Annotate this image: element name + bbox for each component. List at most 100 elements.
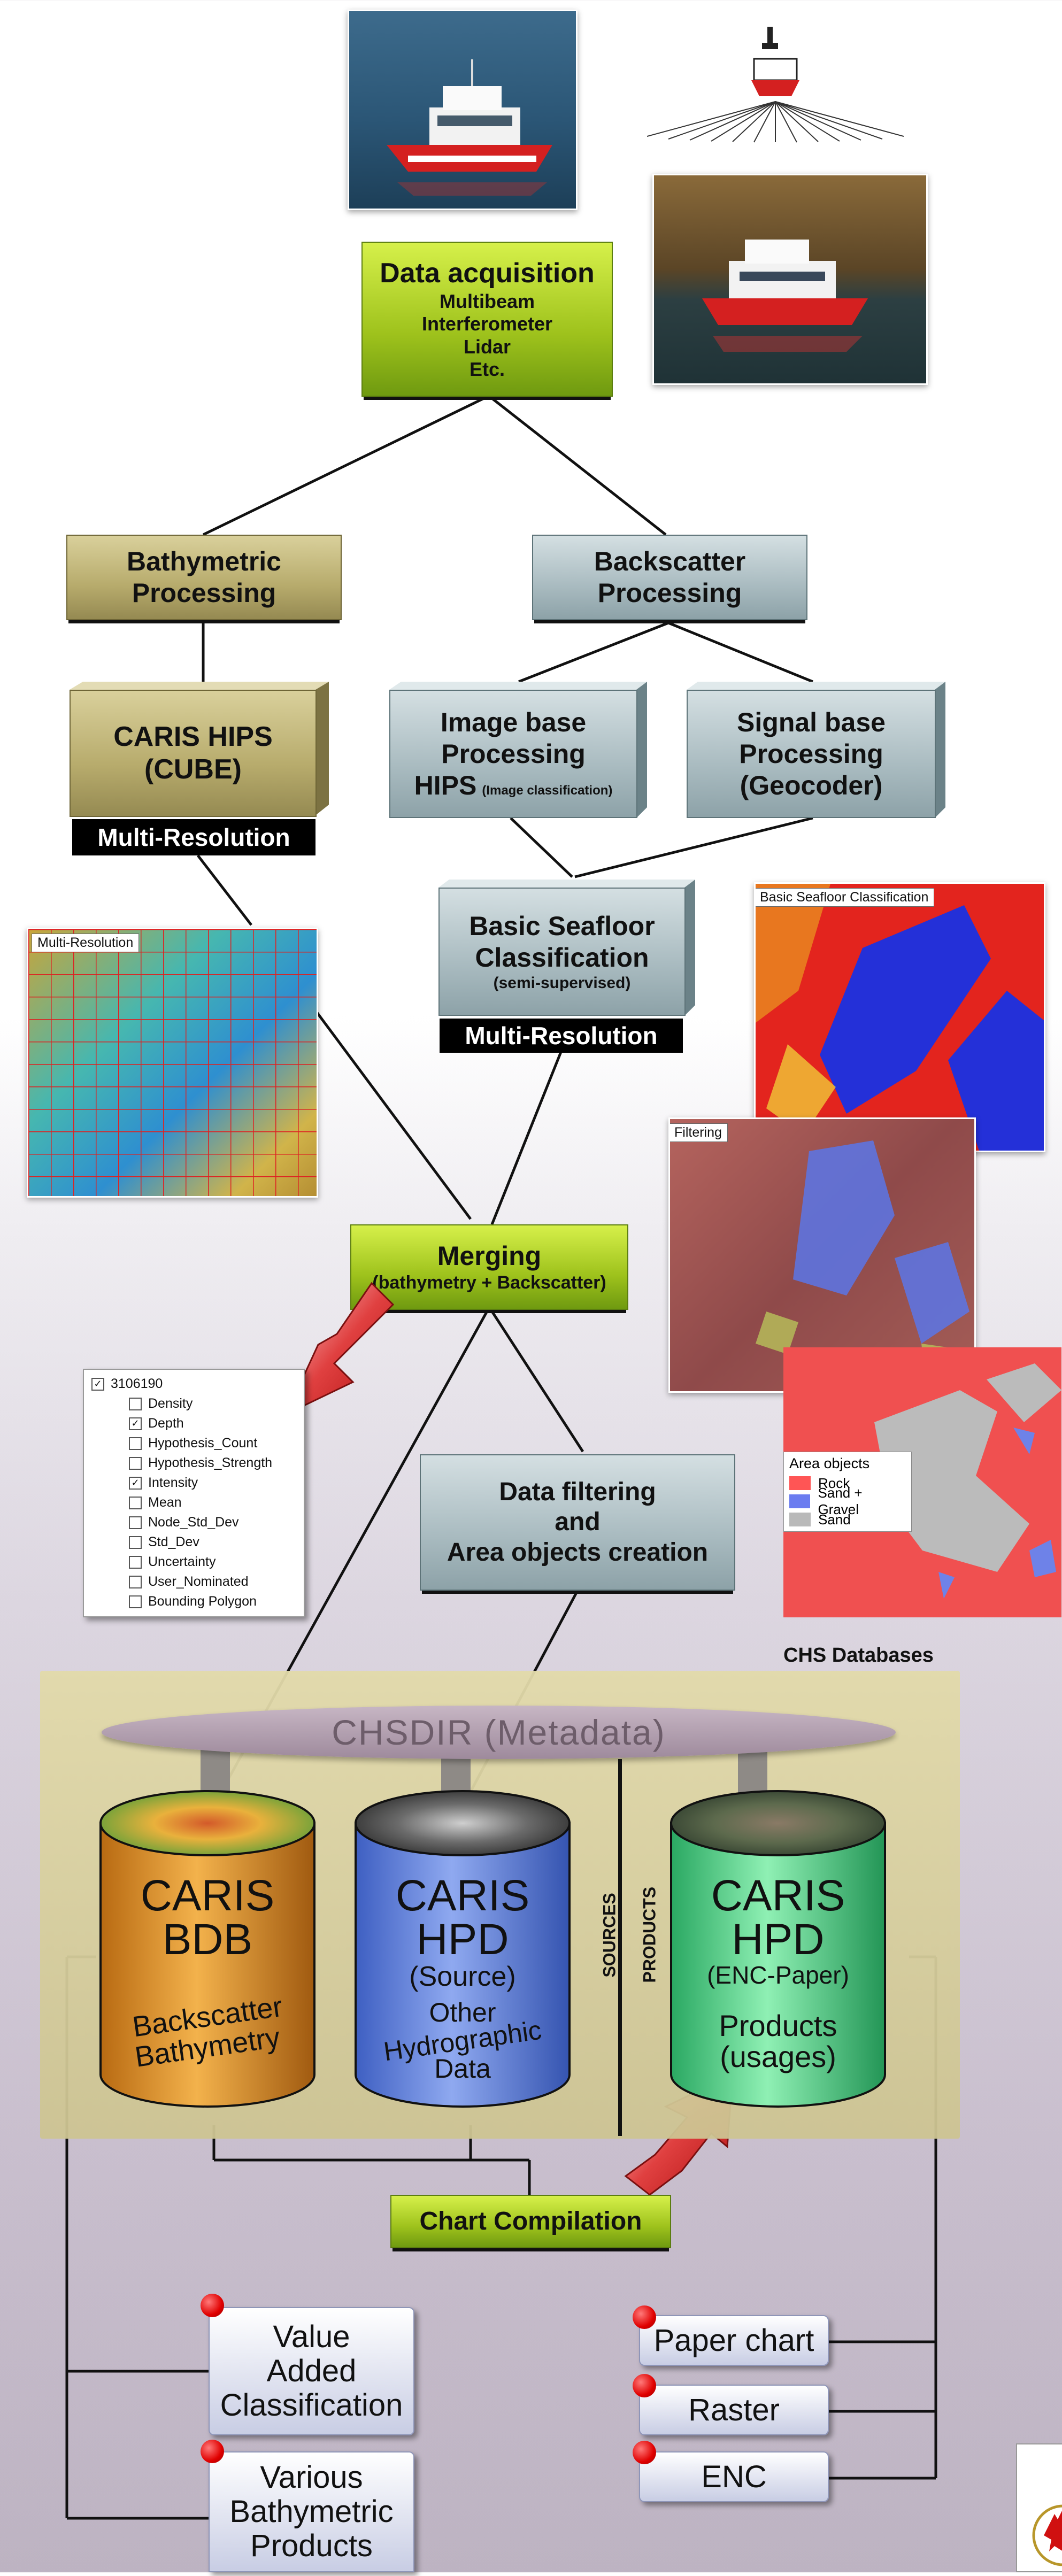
layer-checkbox[interactable] [129, 1555, 142, 1569]
value-added-line1: Value [273, 2319, 350, 2355]
value-added-line3: Classification [220, 2387, 403, 2423]
data-acquisition-title: Data acquisition [380, 258, 595, 289]
various-bathymetric-products-box: Various Bathymetric Products [209, 2451, 414, 2572]
sonar-beam-diagram [647, 21, 904, 144]
legend-row-rock: Rock [789, 1474, 906, 1492]
layer-checkbox[interactable]: ✓ [129, 1417, 142, 1430]
various-line3: Products [250, 2528, 373, 2563]
value-added-classification-box: Value Added Classification [209, 2307, 414, 2435]
boat-photo-2 [652, 174, 928, 385]
caris-hips-box: CARIS HIPS (CUBE) [70, 690, 317, 817]
layer-tree-root[interactable]: ✓ 3106190 [91, 1374, 296, 1394]
merging-subtitle: (bathymetry + Backscatter) [372, 1272, 606, 1293]
merging-title: Merging [437, 1241, 542, 1271]
caris-hpd-enc-cylinder [670, 1790, 886, 2108]
bdb-labels: CARIS BDB Backscatter Bathymetry [101, 1874, 314, 2073]
layer-item-user-nominated[interactable]: User_Nominated [129, 1572, 296, 1592]
image-base-processing-box: Image base Processing HIPS (Image classi… [389, 690, 637, 818]
hpd-source-line4: Other [429, 1997, 496, 2028]
layer-item-mean[interactable]: Mean [129, 1493, 296, 1513]
layer-item-std-dev[interactable]: Std_Dev [129, 1532, 296, 1552]
layer-checkbox[interactable] [129, 1536, 142, 1549]
layer-label: Uncertainty [148, 1554, 216, 1569]
layer-item-hypothesis-count[interactable]: Hypothesis_Count [129, 1433, 296, 1453]
layer-checkbox[interactable] [129, 1595, 142, 1608]
hpd-source-line1: CARIS [395, 1871, 530, 1920]
layer-label: Density [148, 1396, 193, 1411]
bathymetric-processing-line2: Processing [132, 578, 276, 608]
enc-dot [633, 2441, 656, 2464]
caris-hips-line2: (CUBE) [144, 754, 242, 785]
hpd-enc-line3: (ENC-Paper) [707, 1961, 849, 1989]
hpd-source-line2: HPD [416, 1915, 509, 1964]
layer-checkbox[interactable]: ✓ [129, 1476, 142, 1490]
layer-label: Std_Dev [148, 1534, 199, 1549]
layer-checkbox[interactable] [129, 1437, 142, 1450]
signal-processing-line1: Signal base [737, 707, 886, 737]
layer-checkbox[interactable] [129, 1516, 142, 1529]
layer-label: Bounding Polygon [148, 1594, 257, 1609]
value-added-line2: Added [266, 2354, 357, 2389]
hpd-source-line3: (Source) [409, 1961, 516, 1992]
rock-swatch [789, 1476, 811, 1490]
layer-label: Depth [148, 1416, 184, 1431]
image-processing-line1: Image base [440, 707, 587, 737]
backscatter-processing-line2: Processing [597, 578, 742, 608]
raster-label: Raster [688, 2393, 780, 2427]
layer-label: Node_Std_Dev [148, 1515, 239, 1530]
layer-item-intensity[interactable]: ✓ Intensity [129, 1473, 296, 1493]
layer-label: Intensity [148, 1475, 198, 1490]
layer-tree-panel: ✓ 3106190 Density ✓ Depth Hypothesis_Coun… [83, 1369, 305, 1617]
layer-label: Hypothesis_Count [148, 1436, 258, 1451]
chs-databases-title: CHS Databases [783, 1644, 934, 1667]
multi-resolution-label-hips: Multi-Resolution [72, 819, 315, 855]
backscatter-processing-box: Backscatter Processing [532, 535, 807, 620]
legend-sand-gravel: Sand + Gravel [818, 1485, 863, 1517]
layer-root-label: 3106190 [111, 1376, 163, 1391]
multi-resolution-label-classification: Multi-Resolution [440, 1019, 683, 1053]
data-acquisition-box: Data acquisition Multibeam Interferomete… [361, 242, 613, 397]
metadata-disk: CHSDIR (Metadata) [102, 1706, 896, 1759]
bathymetric-processing-line1: Bathymetric [127, 546, 281, 576]
image-processing-line2: Processing [441, 738, 586, 769]
layer-checkbox[interactable] [129, 1575, 142, 1588]
layer-item-node-std-dev[interactable]: Node_Std_Dev [129, 1513, 296, 1532]
layer-item-uncertainty[interactable]: Uncertainty [129, 1552, 296, 1572]
layer-label: Hypothesis_Strength [148, 1455, 273, 1470]
merging-box: Merging (bathymetry + Backscatter) [350, 1224, 628, 1310]
data-filtering-line1: Data filtering [499, 1477, 656, 1506]
layer-checkbox[interactable] [129, 1456, 142, 1470]
raster-box: Raster [639, 2385, 829, 2435]
multi-resolution-caption: Multi-Resolution [32, 934, 140, 952]
image-processing-hips: HIPS [414, 770, 477, 800]
area-objects-image: Area objects Rock Sand + Gravel Sand [783, 1347, 1061, 1617]
enc-box: ENC [639, 2451, 829, 2502]
data-filtering-line3: Area objects creation [447, 1538, 709, 1567]
layer-checkbox[interactable] [129, 1397, 142, 1410]
root-checkbox[interactable]: ✓ [91, 1377, 104, 1391]
chart-compilation-label: Chart Compilation [419, 2207, 642, 2235]
data-filtering-line2: and [555, 1508, 601, 1537]
layer-label: User_Nominated [148, 1574, 249, 1589]
layer-item-bounding-polygon[interactable]: Bounding Polygon [129, 1592, 296, 1611]
layer-item-depth[interactable]: ✓ Depth [129, 1414, 296, 1433]
layer-item-hypothesis-strength[interactable]: Hypothesis_Strength [129, 1453, 296, 1473]
backscatter-processing-line1: Backscatter [594, 546, 746, 576]
seafloor-classification-line2: Classification [475, 943, 649, 973]
layer-checkbox[interactable] [129, 1496, 142, 1509]
multi-resolution-image: Multi-Resolution [27, 928, 318, 1198]
acquisition-item-etc: Etc. [469, 358, 505, 381]
layer-item-density[interactable]: Density [129, 1394, 296, 1414]
sand-gravel-swatch [789, 1494, 811, 1508]
bathymetric-processing-box: Bathymetric Processing [66, 535, 342, 620]
sand-swatch [789, 1513, 811, 1526]
boat-photo-1 [348, 10, 578, 210]
value-added-dot [201, 2294, 224, 2317]
signal-processing-line3: (Geocoder) [740, 770, 883, 800]
caris-bdb-cylinder [99, 1790, 315, 2108]
basic-seafloor-classification-image: Basic Seafloor Classification [754, 882, 1045, 1152]
metadata-label: CHSDIR (Metadata) [332, 1713, 666, 1752]
hpd-enc-labels: CARIS HPD (ENC-Paper) Products (usages) [671, 1874, 885, 2073]
